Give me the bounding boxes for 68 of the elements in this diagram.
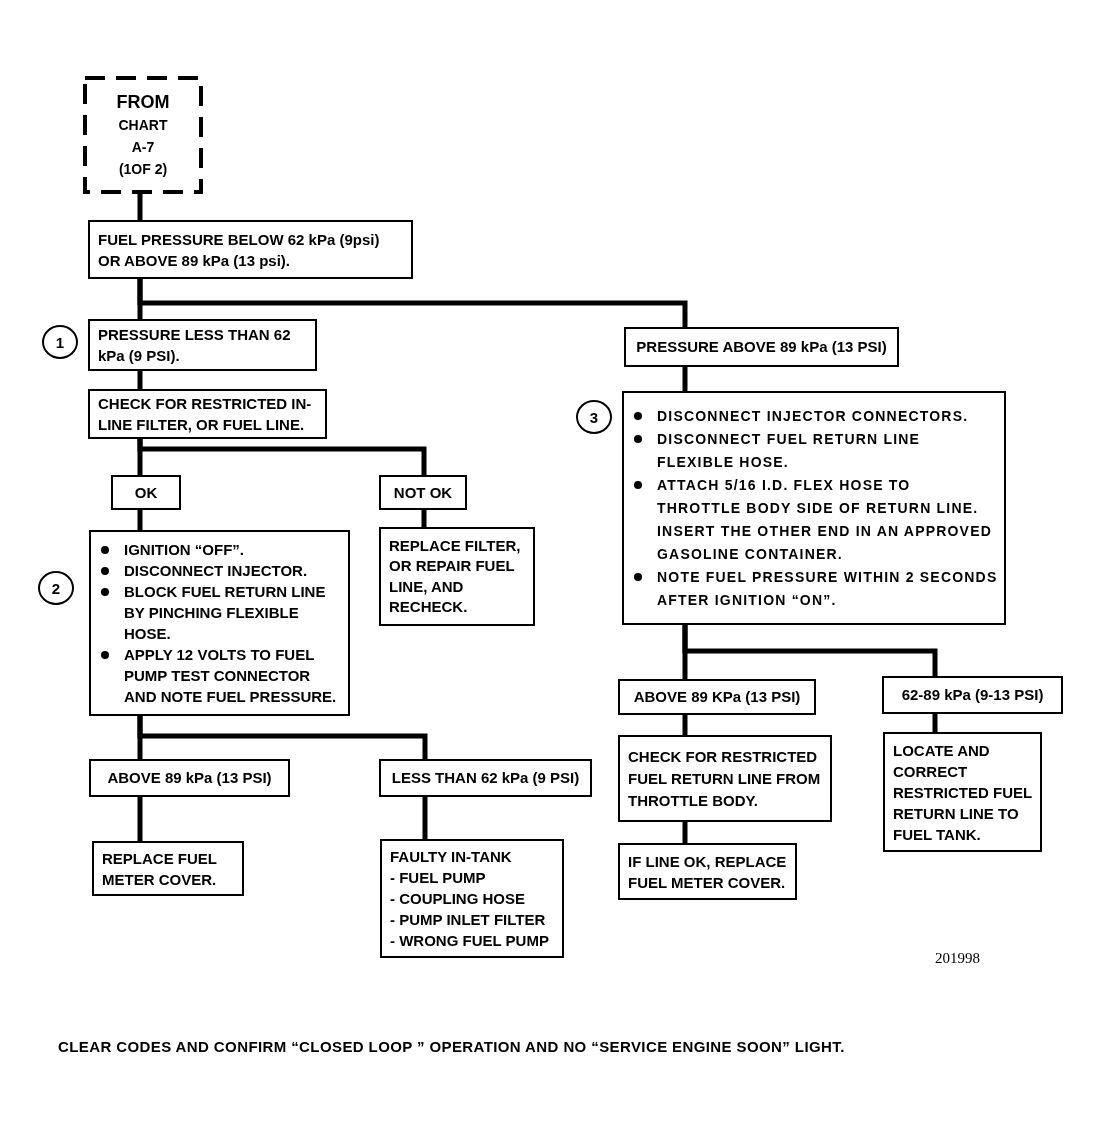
connector-line: [137, 797, 143, 841]
box-text: - WRONG FUEL PUMP: [390, 931, 549, 951]
step-box: [618, 843, 797, 900]
step-box: [92, 841, 244, 896]
box-text: LESS THAN 62 kPa (9 PSI): [391, 768, 580, 788]
box-text: FAULTY IN-TANK: [390, 847, 512, 867]
step-box: [88, 319, 317, 371]
bullet-text: DISCONNECT FUEL RETURN LINE FLEXIBLE HOSE.: [657, 429, 922, 472]
connector-line: [137, 510, 143, 530]
instruction-box: [89, 530, 350, 716]
connector-line: [932, 714, 938, 732]
connector-line: [421, 510, 427, 527]
step-box: [89, 759, 290, 797]
step-box: [380, 839, 564, 958]
bullet-text: IGNITION “OFF”.: [124, 540, 244, 560]
instruction-box: [622, 391, 1006, 625]
figure-number: 201998: [935, 950, 980, 967]
step-box: [379, 527, 535, 626]
step-box: [882, 676, 1063, 714]
connector-line: [137, 279, 688, 327]
step-box: [379, 759, 592, 797]
box-text: - PUMP INLET FILTER: [390, 910, 546, 930]
box-text: REPLACE FUEL METER COVER.: [102, 848, 218, 890]
step-box: [883, 732, 1042, 852]
box-text: ABOVE 89 KPa (13 PSI): [633, 687, 801, 707]
step-box: [379, 475, 467, 510]
box-text: PRESSURE ABOVE 89 kPa (13 PSI): [636, 337, 887, 357]
box-text: NOT OK: [393, 482, 453, 503]
bullet-text: NOTE FUEL PRESSURE WITHIN 2 SECONDS AFTER IGNITION “ON”.: [657, 567, 998, 610]
step-box: [618, 735, 832, 822]
bullet-text: ATTACH 5/16 I.D. FLEX HOSE TO THROTTLE BODY SIDE OF RETURN LINE. INSERT THE OTHER END IN AN APPROVED GASOLINE CONTAINER.: [657, 475, 993, 564]
bullet-text: DISCONNECT INJECTOR CONNECTORS.: [657, 406, 969, 426]
step-box: [624, 327, 899, 367]
connector-line: [137, 439, 427, 475]
step-box: [111, 475, 181, 510]
bullet-text: APPLY 12 VOLTS TO FUEL PUMP TEST CONNECTOR AND NOTE FUEL PRESSURE.: [124, 645, 338, 707]
bullet-text: DISCONNECT INJECTOR.: [124, 561, 308, 581]
box-text: CHART A-7 (1OF 2): [117, 116, 169, 179]
step-box: [88, 220, 413, 279]
box-text: REPLACE FILTER, OR REPAIR FUEL LINE, AND RECHECK.: [389, 535, 522, 617]
step-box: [88, 389, 327, 439]
box-text: OK: [134, 482, 158, 503]
step-box: [618, 679, 816, 715]
box-text: - COUPLING HOSE: [390, 889, 525, 909]
box-text: CHECK FOR RESTRICTED FUEL RETURN LINE FROM THROTTLE BODY.: [628, 746, 822, 811]
box-text: PRESSURE LESS THAN 62 kPa (9 PSI).: [98, 325, 292, 366]
connector-line: [137, 194, 143, 220]
box-text: - FUEL PUMP: [390, 868, 486, 888]
connector-line: [422, 797, 428, 839]
box-text: IF LINE OK, REPLACE FUEL METER COVER.: [628, 851, 788, 893]
box-text: CHECK FOR RESTRICTED IN-LINE FILTER, OR FUEL LINE.: [98, 394, 313, 435]
connector-line: [137, 716, 428, 759]
connector-line: [682, 625, 938, 676]
footer-note: CLEAR CODES AND CONFIRM “CLOSED LOOP ” OPERATION AND NO “SERVICE ENGINE SOON” LIGHT.: [58, 1038, 845, 1055]
box-text: 62-89 kPa (9-13 PSI): [901, 685, 1044, 705]
callout-number: 2: [38, 571, 74, 605]
connector-line: [682, 822, 688, 843]
box-text: LOCATE AND CORRECT RESTRICTED FUEL RETURN LINE TO FUEL TANK.: [893, 740, 1033, 845]
box-text: ABOVE 89 kPa (13 PSI): [107, 768, 272, 788]
box-text: FUEL PRESSURE BELOW 62 kPa (9psi) OR ABOVE 89 kPa (13 psi).: [98, 229, 381, 271]
callout-number: 3: [576, 400, 612, 434]
bullet-text: BLOCK FUEL RETURN LINE BY PINCHING FLEXIBLE HOSE.: [124, 582, 327, 644]
connector-line: [682, 715, 688, 735]
connector-line: [682, 367, 688, 391]
callout-number: 1: [42, 325, 78, 359]
connector-line: [137, 371, 143, 389]
reference-box: [83, 76, 203, 194]
box-heading: FROM: [116, 91, 170, 114]
